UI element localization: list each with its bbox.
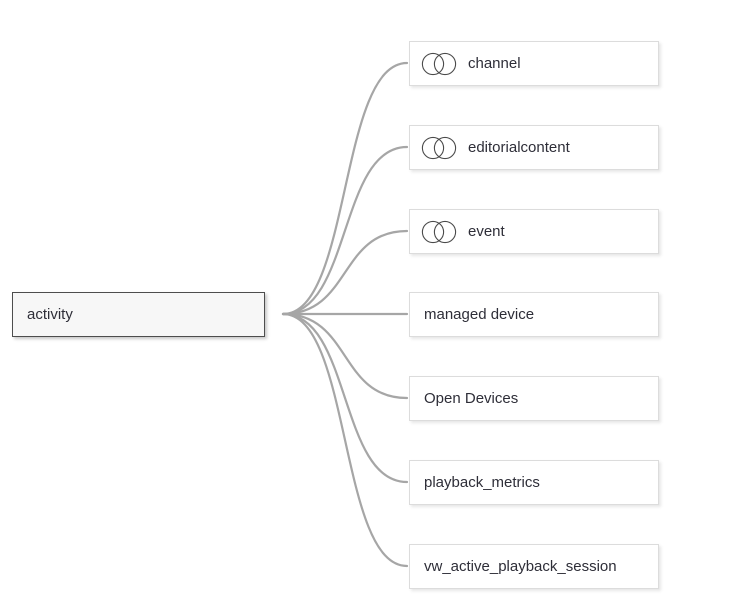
child-node-6[interactable]: vw_active_playback_session [409, 544, 659, 589]
root-node-activity[interactable]: activity [12, 292, 265, 337]
child-node-label: event [468, 223, 505, 240]
child-node-label: managed device [424, 306, 535, 323]
venn-circles-icon [421, 220, 457, 243]
link-0 [281, 61, 409, 316]
link-5 [281, 312, 409, 484]
child-node-1[interactable]: editorialcontent [409, 125, 659, 170]
child-node-0[interactable]: channel [409, 41, 659, 86]
link-1 [281, 145, 409, 316]
child-node-label: Open Devices [424, 390, 519, 407]
venn-circles-icon [421, 136, 457, 159]
link-2 [281, 229, 409, 316]
child-node-label: channel [468, 55, 521, 72]
child-node-3[interactable]: managed device [409, 292, 659, 337]
venn-circles-icon [421, 52, 457, 75]
link-6 [281, 312, 409, 568]
child-node-label: playback_metrics [424, 474, 540, 491]
child-node-label: vw_active_playback_session [424, 558, 617, 575]
child-node-2[interactable]: event [409, 209, 659, 254]
child-node-label: editorialcontent [468, 139, 570, 156]
link-4 [281, 312, 409, 400]
root-node-label: activity [27, 306, 73, 323]
child-node-4[interactable]: Open Devices [409, 376, 659, 421]
child-node-5[interactable]: playback_metrics [409, 460, 659, 505]
